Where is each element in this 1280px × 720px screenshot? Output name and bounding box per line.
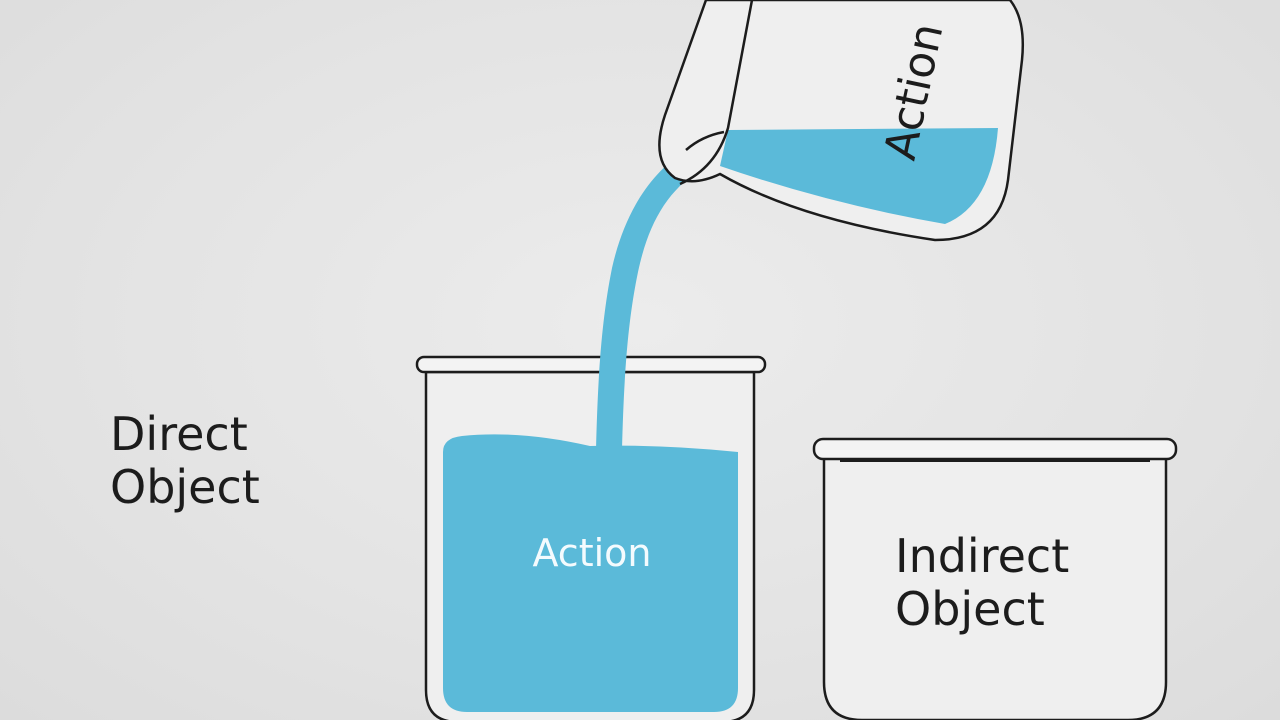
direct-object-label: Direct Object — [110, 407, 260, 514]
right-beaker-body — [822, 456, 1168, 720]
indirect-object-line1: Indirect — [895, 529, 1069, 583]
pitcher-liquid — [720, 128, 998, 224]
right-beaker — [812, 437, 1178, 720]
indirect-object-line2: Object — [895, 582, 1045, 636]
pitcher: Action — [658, 0, 1025, 242]
pitcher-spout — [685, 130, 725, 151]
direct-object-line2: Object — [110, 460, 260, 514]
pour-stream — [596, 150, 700, 450]
left-beaker-liquid — [443, 434, 738, 712]
left-beaker-rim — [415, 355, 767, 374]
indirect-object-label: Indirect Object — [895, 529, 1069, 636]
right-beaker-rim — [812, 437, 1178, 461]
pitcher-spout-edge — [679, 0, 754, 186]
direct-object-line1: Direct — [110, 407, 248, 461]
beaker-liquid-label: Action — [532, 531, 651, 575]
left-beaker — [415, 355, 767, 720]
